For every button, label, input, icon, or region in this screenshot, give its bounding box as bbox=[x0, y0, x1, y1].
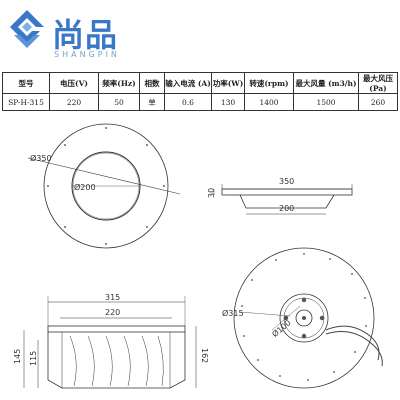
inlet-ring-front-view bbox=[27, 123, 181, 249]
impeller-h2-dimension: 115 bbox=[29, 351, 38, 366]
rear-dia-dimension: Ø315 bbox=[222, 308, 244, 318]
impeller-inner-dimension: 220 bbox=[105, 308, 120, 317]
impeller-width-dimension: 315 bbox=[105, 293, 120, 302]
ring-outer-dimension: Ø350 bbox=[30, 153, 52, 163]
table-cell: 1400 bbox=[244, 93, 294, 111]
impeller-h1-dimension: 145 bbox=[13, 349, 22, 364]
impeller-total-dimension: 162 bbox=[200, 348, 209, 363]
side-height-dimension: 30 bbox=[207, 188, 216, 198]
impeller-rear-view bbox=[233, 247, 383, 389]
impeller-side-view bbox=[23, 296, 197, 389]
inlet-ring-side-view bbox=[213, 184, 353, 215]
table-row: SP-H-315 220 50 单 0.6 130 1400 1500 260 bbox=[2, 93, 398, 111]
brand-name-cn: 尚品 bbox=[52, 16, 119, 54]
spec-table: 型号 电压(V) 频率(Hz) 相数 输入电流 (A) 功率(W) 转速(rpm… bbox=[2, 72, 398, 111]
brand-name-en: SHANGPIN bbox=[54, 50, 120, 59]
hub-dia-dimension: Ø100 bbox=[270, 317, 293, 339]
table-cell: 0.6 bbox=[164, 93, 212, 111]
diamond-s-logo-icon bbox=[10, 10, 44, 48]
ring-inner-dimension: Ø200 bbox=[74, 182, 96, 192]
side-width-dimension: 350 bbox=[279, 177, 294, 186]
table-cell: 260 bbox=[358, 93, 398, 111]
side-inner-dimension: 200 bbox=[279, 204, 294, 213]
brand-logo: 尚品 SHANGPIN bbox=[6, 6, 136, 64]
